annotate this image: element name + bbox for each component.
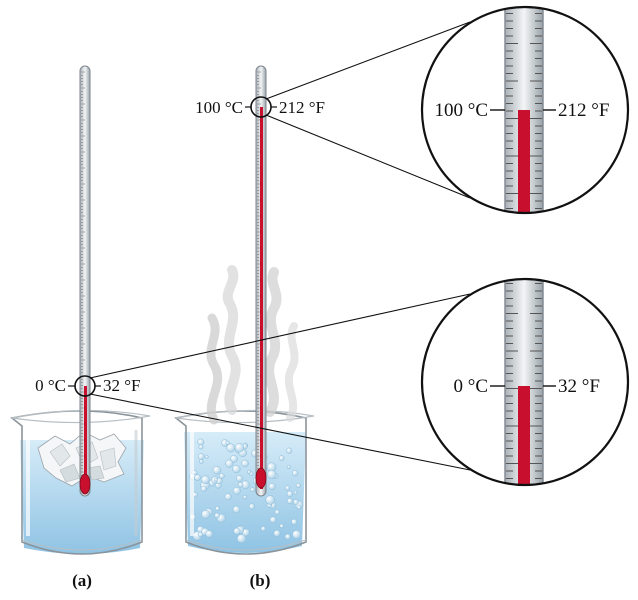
bubble (292, 469, 299, 477)
bubble (236, 534, 247, 544)
bubble (291, 518, 298, 525)
label-a-celsius: 0 °C (35, 376, 66, 395)
bubble (241, 459, 249, 468)
bubble (204, 454, 209, 459)
beaker-b (174, 409, 315, 555)
bubble (286, 498, 294, 505)
bubble (233, 527, 241, 535)
bubble (232, 505, 241, 514)
bubble (286, 465, 291, 469)
bubble (215, 506, 220, 511)
bubble (296, 504, 302, 510)
bubble (286, 447, 293, 454)
label-b-celsius: 100 °C (195, 98, 243, 117)
bubble (260, 526, 266, 532)
bubble (292, 530, 302, 539)
bubble (284, 533, 291, 540)
steam (206, 265, 299, 425)
bubble (293, 499, 299, 505)
zoom-circle-boiling (420, 5, 630, 215)
bubble (212, 465, 222, 475)
bubble (225, 459, 234, 468)
bubble (238, 482, 244, 488)
bubble (265, 495, 275, 505)
bubble (234, 442, 245, 453)
bubble (232, 464, 241, 474)
bubble (201, 475, 210, 485)
bubble (279, 523, 284, 529)
bubble (205, 530, 213, 538)
bubble (224, 493, 232, 501)
callout-lines (89, 21, 471, 471)
bubble (248, 503, 255, 510)
bubble (295, 482, 301, 489)
label-a-fahrenheit: 32 °F (103, 376, 141, 395)
bubble (225, 440, 230, 445)
bubble (293, 490, 298, 495)
bubble (284, 485, 291, 491)
zoom-freezing-celsius: 0 °C (453, 376, 488, 397)
bubble (198, 444, 204, 450)
bubble (247, 470, 251, 475)
bubble (278, 455, 285, 462)
bubble (218, 473, 225, 479)
thermometer-b-mercury (260, 107, 263, 489)
caption-b: (b) (250, 571, 271, 590)
zoom-circle-freezing (420, 277, 630, 487)
caption-a: (a) (72, 571, 92, 590)
bubble (197, 453, 205, 460)
thermometer-b-bulb (255, 467, 267, 489)
bubble (201, 509, 211, 519)
bubble (269, 516, 277, 524)
label-b-fahrenheit: 212 °F (279, 98, 325, 117)
bubble (268, 482, 276, 491)
bubble (242, 495, 248, 500)
zoom-boiling-celsius: 100 °C (434, 100, 488, 121)
bubble (232, 486, 241, 495)
thermometer-a-mercury (84, 386, 87, 486)
beaker-b-water (184, 432, 306, 553)
bubble (199, 459, 204, 464)
bubble (286, 490, 294, 498)
thermometer-b[interactable] (245, 65, 277, 497)
zoom-boiling-fahrenheit: 212 °F (558, 100, 609, 121)
bubble (273, 529, 281, 537)
bubble (267, 469, 277, 480)
bubble (214, 477, 219, 482)
bubbles (189, 438, 304, 544)
bubble (236, 475, 243, 482)
bubble (194, 474, 201, 481)
bubble (250, 487, 255, 493)
thermometer-a[interactable] (68, 65, 101, 497)
zoom-freezing-fahrenheit: 32 °F (558, 376, 600, 397)
bubble (274, 509, 280, 515)
thermometer-a-bulb (79, 473, 91, 495)
bubble (214, 512, 220, 519)
thermometer-a-scale (81, 71, 85, 476)
bubble (230, 454, 238, 463)
bubble (200, 485, 207, 492)
bubble (197, 438, 205, 446)
